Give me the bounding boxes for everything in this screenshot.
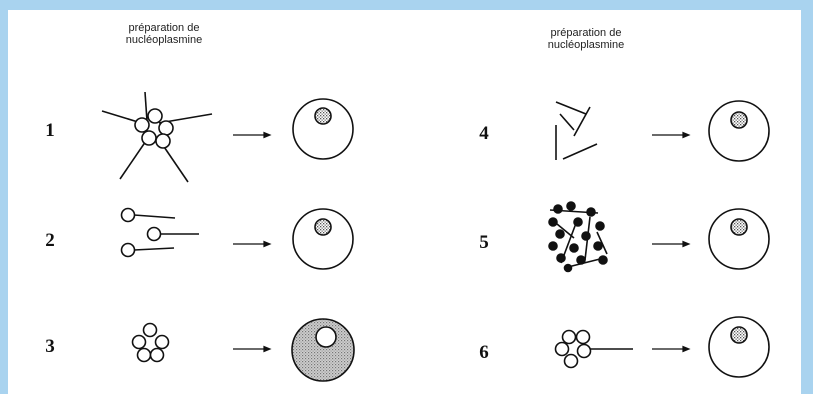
nucleus-row-5 <box>709 209 769 269</box>
figure-drawing <box>8 10 801 394</box>
pentamer-no-tails-icon <box>133 324 169 362</box>
arrow-icon <box>233 133 270 138</box>
pentamer-single-tail-icon <box>556 331 634 368</box>
monomers-with-tails-icon <box>122 209 200 257</box>
arrow-icon <box>233 242 270 247</box>
nucleus-row-6 <box>709 317 769 377</box>
arrow-icon <box>233 347 270 352</box>
nucleus-row-4 <box>709 101 769 161</box>
free-tails-icon <box>556 102 597 160</box>
arrow-icon <box>652 347 689 352</box>
nucleus-row-2 <box>293 209 353 269</box>
arrow-icon <box>652 133 689 138</box>
arrow-icon <box>652 242 689 247</box>
figure-panel: préparation de nucléoplasmine préparatio… <box>8 10 801 394</box>
nucleus-row-1 <box>293 99 353 159</box>
nucleus-row-3 <box>292 319 354 381</box>
tails-with-beads-icon <box>549 202 607 272</box>
pentamer-with-tails-icon <box>102 92 212 182</box>
